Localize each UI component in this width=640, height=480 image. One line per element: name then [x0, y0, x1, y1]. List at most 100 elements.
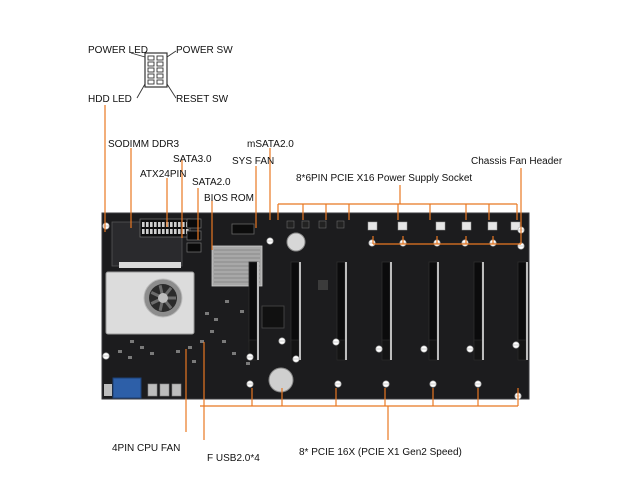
pin-header [144, 52, 168, 88]
pin-leader [166, 50, 177, 58]
pcie-power-socket [461, 221, 472, 231]
pin-leader [130, 52, 146, 58]
sodimm-slot [119, 262, 181, 268]
power-led-label: POWER LED [88, 45, 149, 56]
smd-component [205, 312, 209, 315]
pcie-power-socket [367, 221, 378, 231]
usb-port [147, 383, 158, 397]
pcie-slot [428, 261, 438, 343]
pcie-slot [473, 261, 483, 343]
atx-pin [146, 229, 149, 234]
chassis-fan-label: Chassis Fan Header [471, 156, 563, 167]
power-socket [318, 220, 327, 229]
atx-pin [182, 222, 185, 227]
header-pin [156, 67, 164, 73]
power-sw-label: POWER SW [176, 45, 233, 56]
sys-fan-label: SYS FAN [232, 156, 275, 167]
pcie-slot-end [428, 339, 438, 361]
sata-port [186, 218, 202, 229]
atx-pin [178, 229, 181, 234]
pcb-edge [101, 212, 530, 400]
atx-pin [158, 222, 161, 227]
msata-slot [231, 223, 255, 235]
buzzer [286, 232, 306, 252]
header-pin [147, 55, 155, 61]
pcie-slot [290, 261, 300, 343]
atx-pin [170, 229, 173, 234]
pcie-power-socket [487, 221, 498, 231]
pin-leader [166, 83, 177, 99]
reset-sw-label: RESET SW [176, 94, 229, 105]
sata-port [186, 242, 202, 253]
usb-port [159, 383, 170, 397]
atx-pin [154, 229, 157, 234]
atx-pin [150, 229, 153, 234]
bios-label: BIOS ROM [204, 193, 255, 204]
pcie-slot [248, 261, 258, 343]
atx-pin [174, 222, 177, 227]
smd-component [240, 310, 244, 313]
atx-pin [162, 229, 165, 234]
pcie-power-socket [435, 221, 446, 231]
smd-component [192, 360, 196, 363]
hdd-led-label: HDD LED [88, 94, 132, 105]
atx-pin [142, 229, 145, 234]
atx-pin [162, 222, 165, 227]
smd-component [130, 340, 134, 343]
pcie-slot-end [473, 339, 483, 361]
atx-pin [166, 229, 169, 234]
atx24-label: ATX24PIN [140, 169, 187, 180]
atx-pin [182, 229, 185, 234]
header-pin [147, 73, 155, 79]
sata3-label: SATA3.0 [173, 154, 212, 165]
slot-retention [482, 262, 484, 360]
atx-pin [178, 222, 181, 227]
power-socket [301, 220, 310, 229]
pin-leader [136, 83, 146, 99]
smd-component [118, 350, 122, 353]
atx-pin [150, 222, 153, 227]
power-socket [336, 220, 345, 229]
slot-retention [526, 262, 528, 360]
msata-label: mSATA2.0 [247, 139, 294, 150]
pcie-slot-end [517, 339, 527, 361]
atx-pin [154, 222, 157, 227]
header-pin [156, 79, 164, 85]
atx-pin [146, 222, 149, 227]
smd-component [200, 340, 204, 343]
smd-component [225, 300, 229, 303]
pcie-power-label: 8*6PIN PCIE X16 Power Supply Socket [296, 173, 473, 184]
sata2-label: SATA2.0 [192, 177, 231, 188]
cmos-battery [268, 367, 294, 393]
vga-port [112, 377, 142, 399]
slot-retention [345, 262, 347, 360]
slot-retention [257, 262, 259, 360]
pcie-power-socket [510, 221, 521, 231]
smd-component [232, 352, 236, 355]
smd-component [214, 318, 218, 321]
atx-pin [142, 222, 145, 227]
bios-chip [261, 305, 285, 329]
usb-port [171, 383, 182, 397]
slot-retention [299, 262, 301, 360]
sodimm-label: SODIMM DDR3 [108, 139, 180, 150]
header-pin [147, 67, 155, 73]
slot-retention [437, 262, 439, 360]
pcie-slot [381, 261, 391, 343]
smd-component [222, 340, 226, 343]
pcie-slot-end [381, 339, 391, 361]
atx-pin [158, 229, 161, 234]
smd-component [150, 352, 154, 355]
smd-component [140, 346, 144, 349]
pcb-board [102, 213, 529, 399]
smd-component [188, 346, 192, 349]
power-socket [286, 220, 295, 229]
cpu-fan-label: 4PIN CPU FAN [112, 443, 181, 454]
header-pin [156, 73, 164, 79]
smd-component [128, 356, 132, 359]
atx-pin [170, 222, 173, 227]
pcie-slots-label: 8* PCIE 16X (PCIE X1 Gen2 Speed) [299, 447, 462, 458]
pcie-slot [336, 261, 346, 343]
